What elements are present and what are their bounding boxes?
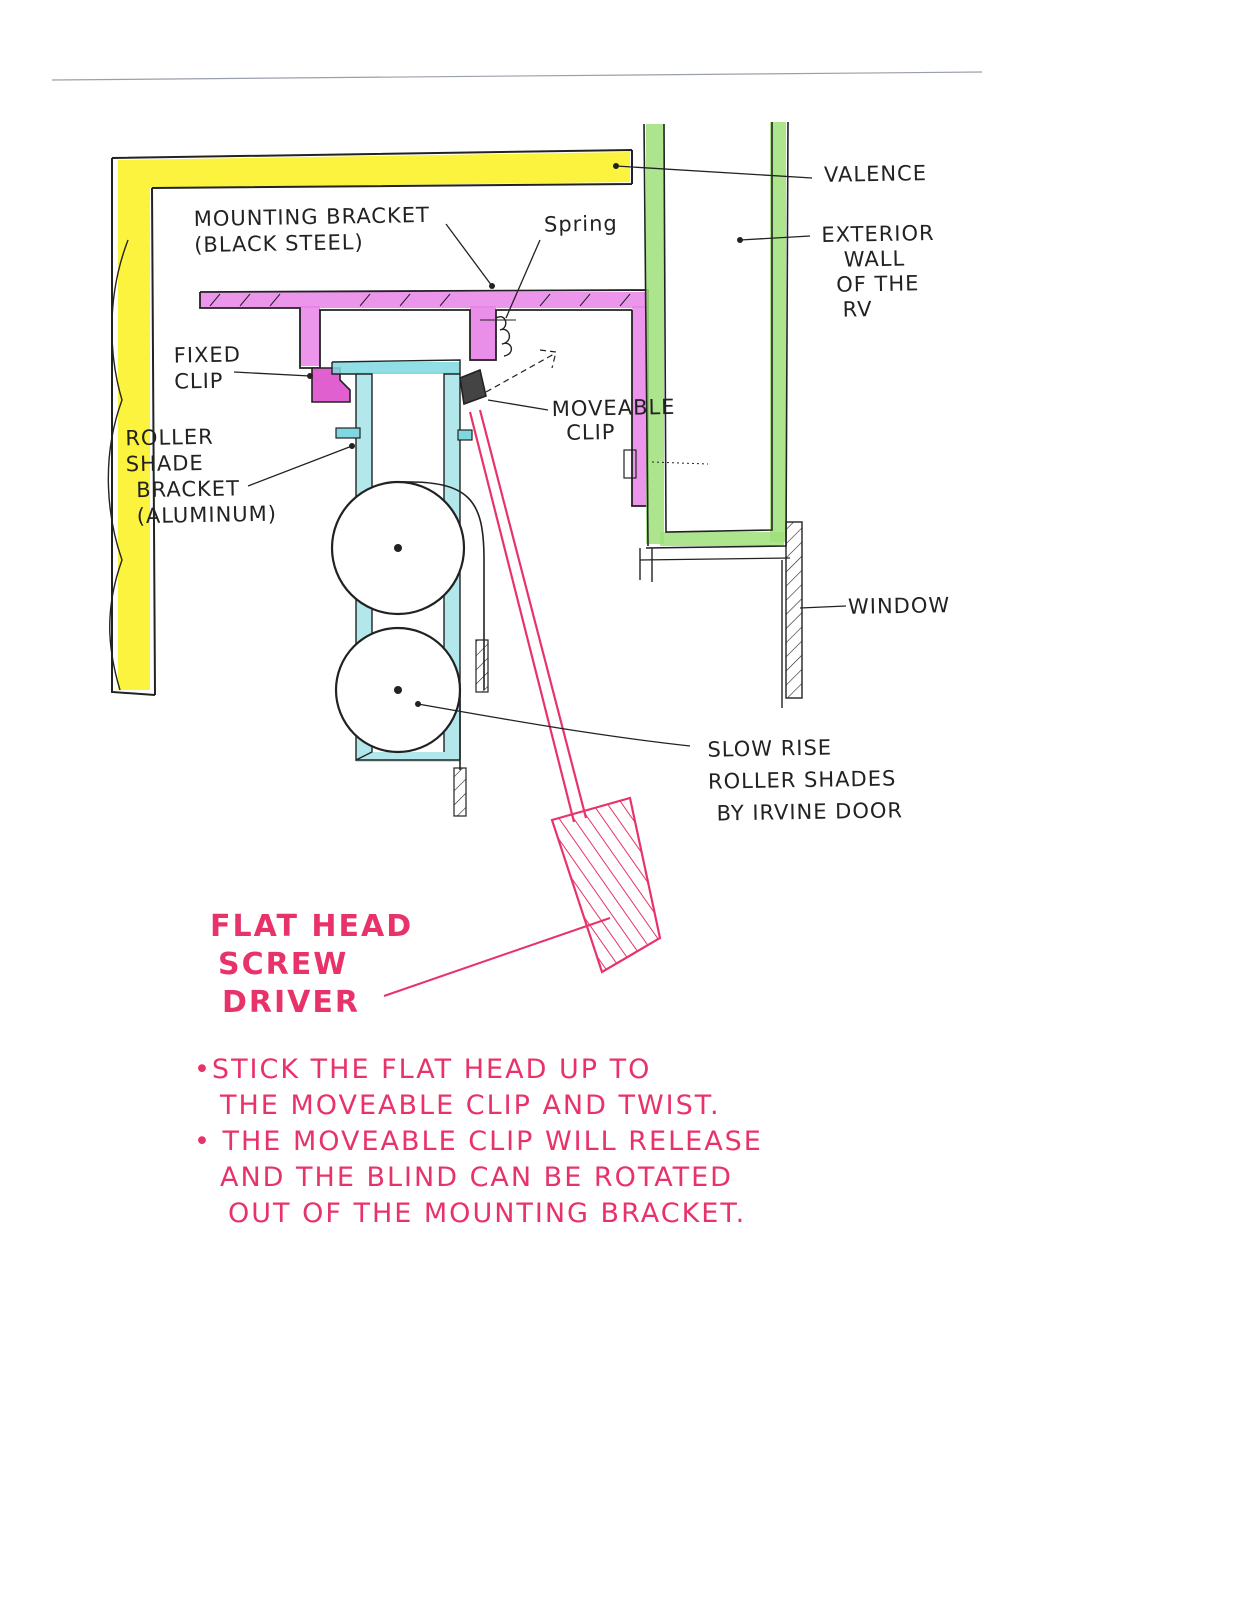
page-top-line xyxy=(51,71,983,81)
label-exterior-wall: EXTERIOR WALL OF THE RV xyxy=(821,221,936,323)
moveable-clip xyxy=(459,368,487,406)
leader-moveable-clip xyxy=(487,399,549,411)
label-roller-shade-bracket-line-4: (ALUMINUM) xyxy=(136,501,278,529)
label-spring: Spring xyxy=(543,211,618,237)
leader-fixed-clip xyxy=(233,371,311,377)
leader-roller-shade-bracket xyxy=(247,445,353,487)
leader-lines xyxy=(233,165,847,997)
label-roller-shade-bracket: ROLLER SHADE BRACKET (ALUMINUM) xyxy=(125,423,277,530)
shade-fabric xyxy=(397,481,485,770)
leader-spring xyxy=(505,239,541,319)
instruction-line-2: THE MOVEABLE CLIP AND TWIST. xyxy=(220,1090,721,1121)
label-roller-shade-bracket-line-3: BRACKET xyxy=(136,476,241,503)
leader-window xyxy=(799,605,847,609)
label-moveable-clip-line-1: MOVEABLE xyxy=(551,394,676,422)
label-screwdriver-line-1: FLAT HEAD xyxy=(210,909,414,944)
label-roller-shades-line-2: ROLLER SHADES xyxy=(707,766,897,794)
leader-mounting-bracket xyxy=(445,223,493,287)
label-screwdriver-line-2: SCREW xyxy=(218,947,349,982)
label-mounting-bracket: MOUNTING BRACKET (BLACK STEEL) xyxy=(194,202,431,258)
moveable-clip-motion-arrow xyxy=(485,349,557,393)
label-exterior-wall-line-1: EXTERIOR xyxy=(821,221,935,247)
label-valence: VALENCE xyxy=(823,161,928,187)
leader-dots xyxy=(307,163,743,707)
label-exterior-wall-line-2: WALL xyxy=(843,246,906,272)
label-screwdriver-line-3: DRIVER xyxy=(222,985,360,1020)
screwdriver-shaft xyxy=(468,409,588,823)
label-exterior-wall-line-4: RV xyxy=(842,297,873,322)
roller-upper xyxy=(330,480,466,616)
instruction-line-4: AND THE BLIND CAN BE ROTATED xyxy=(220,1162,733,1193)
spring xyxy=(480,316,516,357)
label-exterior-wall-line-3: OF THE xyxy=(836,271,920,297)
screwdriver xyxy=(468,409,662,974)
instruction-line-1: •STICK THE FLAT HEAD UP TO xyxy=(194,1054,652,1085)
leader-valence xyxy=(615,165,813,179)
label-fixed-clip-line-1: FIXED xyxy=(173,342,242,368)
label-fixed-clip: FIXED CLIP xyxy=(174,341,242,394)
label-roller-shade-bracket-line-1: ROLLER xyxy=(125,424,214,451)
label-roller-shades: SLOW RISE ROLLER SHADES BY IRVINE DOOR xyxy=(707,730,903,829)
label-roller-shade-bracket-line-2: SHADE xyxy=(125,450,204,477)
window xyxy=(781,521,803,708)
label-moveable-clip-line-2: CLIP xyxy=(566,419,616,445)
instruction-line-5: OUT OF THE MOUNTING BRACKET. xyxy=(228,1198,747,1229)
leader-exterior-wall xyxy=(739,235,811,241)
label-roller-shades-line-1: SLOW RISE xyxy=(707,735,833,762)
shade-bottom-bar-upper xyxy=(475,639,489,693)
label-roller-shades-line-3: BY IRVINE DOOR xyxy=(716,798,904,826)
instruction-line-3: • THE MOVEABLE CLIP WILL RELEASE xyxy=(194,1126,763,1157)
roller-lower xyxy=(334,626,462,754)
shade-bottom-bar-lower xyxy=(453,767,467,817)
label-moveable-clip: MOVEABLE CLIP xyxy=(552,395,676,445)
exterior-wall xyxy=(623,121,791,582)
label-window: WINDOW xyxy=(847,593,951,619)
label-screwdriver: FLAT HEAD SCREW DRIVER xyxy=(210,908,413,1022)
label-fixed-clip-line-2: CLIP xyxy=(174,368,224,394)
label-mounting-bracket-line-2: (BLACK STEEL) xyxy=(194,230,364,258)
leader-screwdriver xyxy=(383,917,611,997)
label-mounting-bracket-line-1: MOUNTING BRACKET xyxy=(193,202,431,232)
instructions: •STICK THE FLAT HEAD UP TO THE MOVEABLE … xyxy=(194,1052,763,1232)
screwdriver-handle xyxy=(550,796,662,974)
valence-curtain-edge xyxy=(107,239,129,691)
leader-roller-shades xyxy=(417,703,691,747)
